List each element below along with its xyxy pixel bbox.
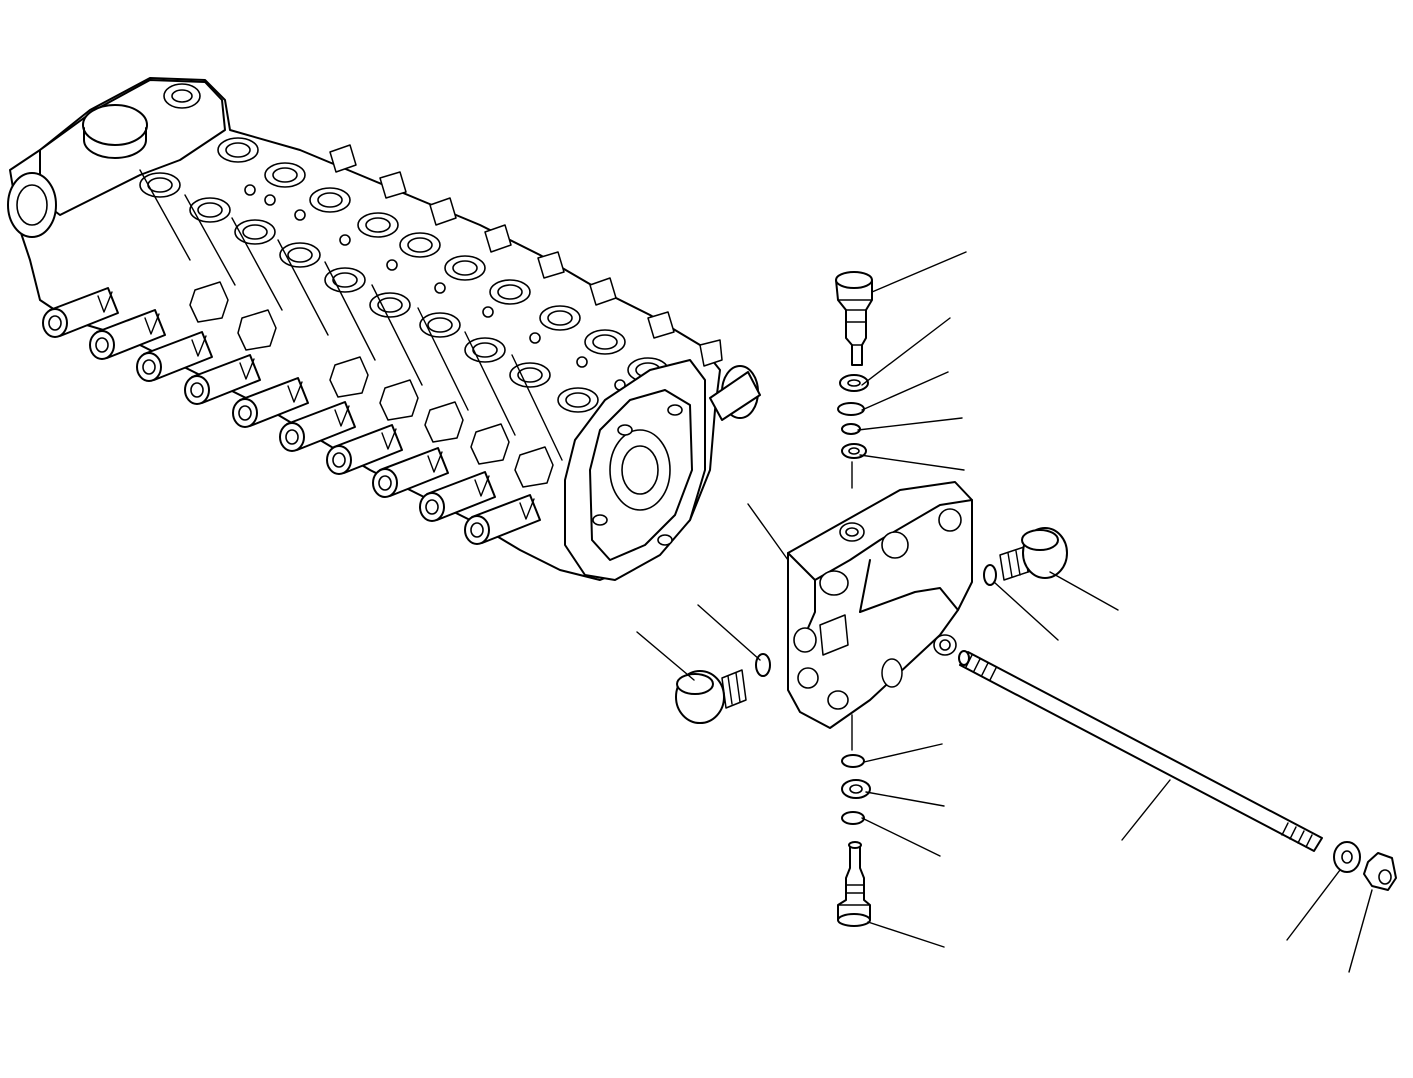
leader-line-4 [857,417,963,431]
leader-line-12 [865,791,945,807]
top-washer [839,374,869,392]
top-o-ring-2 [841,423,861,435]
bottom-o-ring-2 [841,811,865,825]
tie-bolt-washer [1333,841,1361,873]
valve-sections [139,137,723,461]
end-cover-block [787,481,973,729]
leader-lines [636,251,1373,973]
leader-line-8 [993,581,1059,641]
leader-line-5 [859,454,965,471]
top-relief-plug [835,271,873,366]
leader-line-15 [867,921,945,948]
leader-line-9 [697,604,761,661]
leader-line-1 [871,251,967,293]
leader-line-2 [861,317,951,386]
leader-line-7 [1049,571,1119,611]
leader-line-13 [861,817,941,857]
bottom-o-ring-1 [841,754,865,768]
control-valve-assembly [7,77,761,581]
leader-line-10 [636,631,695,681]
left-port-plug [675,669,747,724]
left-o-ring [755,653,771,677]
bottom-relief-plug [837,841,871,927]
top-o-ring-1 [837,402,865,416]
leader-line-3 [861,371,949,411]
leader-line-17 [1348,889,1373,973]
right-o-ring [983,564,997,586]
leader-line-11 [863,743,943,763]
end-flange [564,359,761,581]
leader-line-14 [1121,779,1171,841]
bottom-washer [841,779,871,799]
leader-line-16 [1286,869,1341,941]
tie-bolt-nut [1363,852,1397,891]
leader-line-6 [747,503,789,561]
right-port-plug [999,527,1068,581]
spool-caps [42,281,554,545]
tie-bolt [958,650,1323,852]
